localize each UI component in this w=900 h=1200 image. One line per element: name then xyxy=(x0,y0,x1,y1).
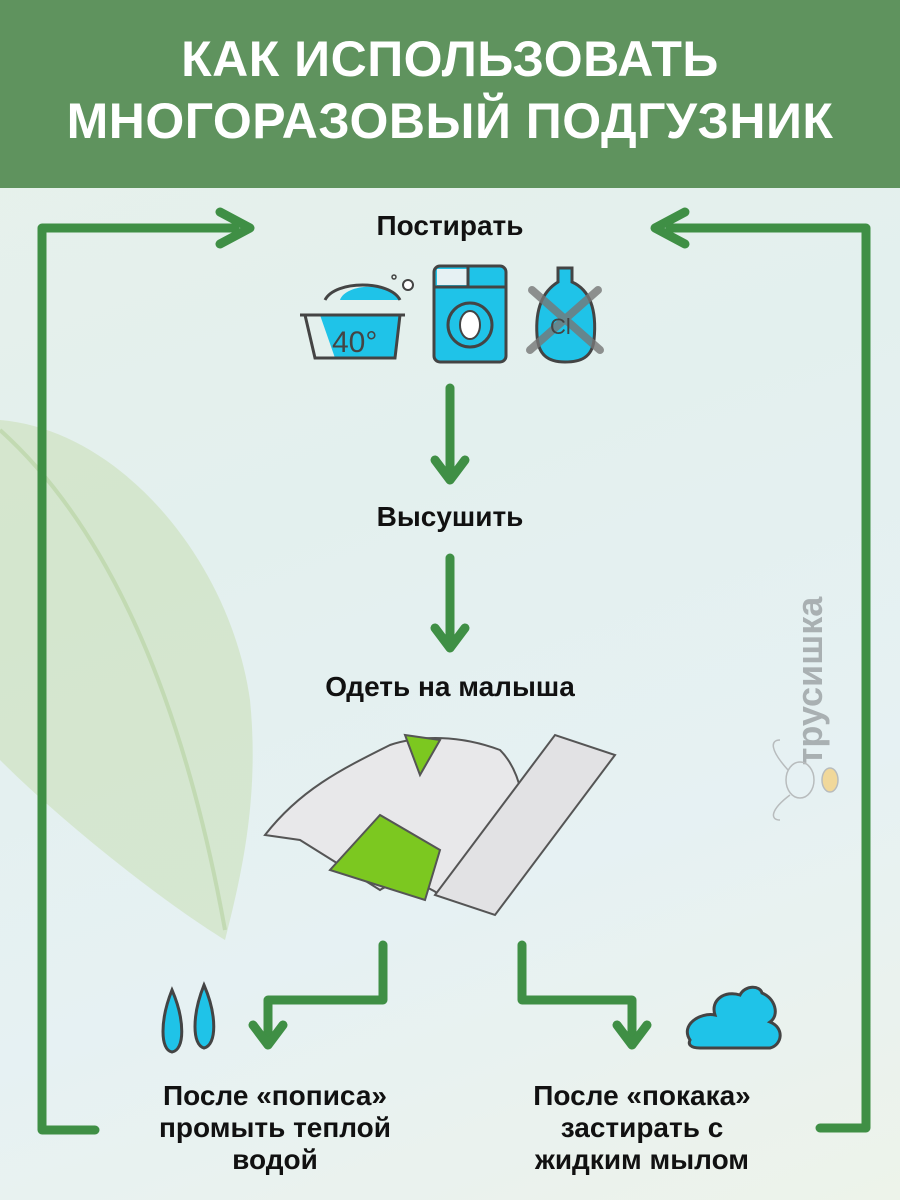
soap-foam-icon xyxy=(686,985,782,1050)
after-poo-line-3: жидким мылом xyxy=(534,1144,750,1175)
washing-machine-icon xyxy=(432,264,508,364)
title-banner: КАК ИСПОЛЬЗОВАТЬ МНОГОРАЗОВЫЙ ПОДГУЗНИК xyxy=(0,0,900,188)
brand-watermark: трусишка xyxy=(789,596,830,766)
bleach-label: Cl xyxy=(550,314,571,339)
temperature-label: 40° xyxy=(332,326,377,359)
after-pee-line-2: промыть теплой xyxy=(158,1112,391,1143)
after-pee-text: После «пописа» промыть теплой водой xyxy=(105,1080,445,1176)
after-pee-line-3: водой xyxy=(232,1144,318,1175)
no-bleach-icon: Cl xyxy=(526,266,604,364)
step-wash: Постирать xyxy=(376,210,524,241)
after-poo-line-1: После «покака» xyxy=(533,1080,751,1111)
loop-arrow-right xyxy=(665,223,871,1133)
after-poo-line-2: застирать с xyxy=(560,1112,724,1143)
step-wear: Одеть на малыша xyxy=(325,671,575,702)
water-drops-icon xyxy=(161,981,216,1054)
arrow-to-pee xyxy=(263,940,388,1045)
after-pee-line-1: После «пописа» xyxy=(163,1080,387,1111)
diaper-illustration xyxy=(263,733,617,917)
wash-basin-icon: 40° xyxy=(300,274,414,360)
loop-arrow-left xyxy=(37,223,240,1135)
after-poo-text: После «покака» застирать с жидким мылом xyxy=(472,1080,812,1176)
title-line-1: КАК ИСПОЛЬЗОВАТЬ xyxy=(181,31,719,87)
title-line-2: МНОГОРАЗОВЫЙ ПОДГУЗНИК xyxy=(66,93,834,149)
arrow-to-poo xyxy=(517,940,637,1045)
step-dry: Высушить xyxy=(376,501,524,532)
